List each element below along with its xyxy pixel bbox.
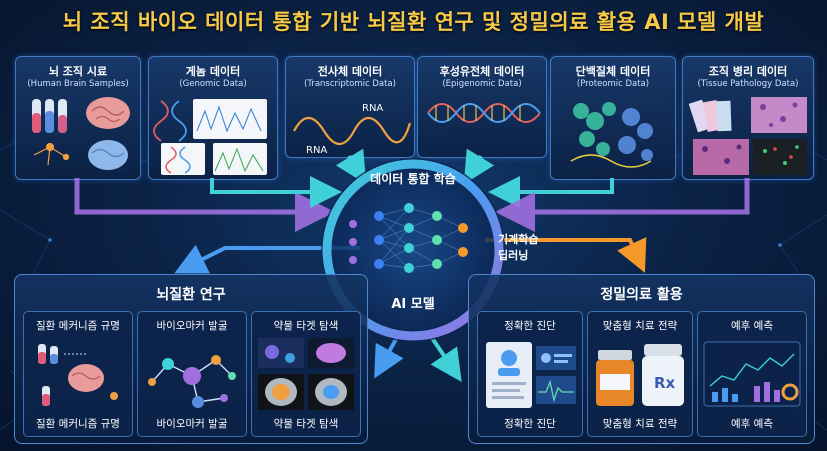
source-card-epigenomic: 후성유전체 데이터 (Epigenomic Data) — [417, 56, 547, 158]
vial-icon — [50, 346, 58, 364]
source-card-transcriptomic: 전사체 데이터 (Transcriptomic Data) RNA RNA — [285, 56, 415, 158]
source-card-pathology: 조직 병리 데이터 (Tissue Pathology Data) — [682, 56, 814, 180]
hub-side-label-dl: 딥러닝 — [498, 249, 529, 262]
molecule-network-icon — [148, 355, 236, 408]
epigenomic-illustration — [427, 103, 541, 123]
slide-icon — [688, 99, 732, 133]
source-card-title: 단백질체 데이터 — [575, 65, 651, 78]
hub-center-label: AI 모델 — [391, 297, 435, 312]
hub-side-label-ml: 기계학습 — [498, 233, 539, 246]
item-top-label: 예후 예측 — [731, 320, 773, 332]
drug-target-illustration — [258, 338, 354, 410]
research-panel: 뇌질환 연구 질환 메커니즘 규명 질환 메커니즘 규명 바이오마커 발굴 바이… — [14, 274, 368, 444]
item-top-label: 질환 메커니즘 규명 — [36, 320, 120, 332]
peaks-chart-icon — [213, 143, 267, 175]
source-card-subtitle: (Proteomic Data) — [576, 79, 650, 89]
research-item-biomarker: 바이오마커 발굴 바이오마커 발굴 — [137, 311, 247, 437]
neuron-icon — [33, 142, 70, 166]
rx-label: Rx — [654, 374, 676, 392]
cell-image-icon — [258, 338, 304, 368]
mechanism-illustration — [38, 344, 118, 406]
treatment-illustration: Rx — [596, 344, 684, 406]
source-card-subtitle: (Human Brain Samples) — [27, 79, 129, 89]
item-bottom-label: 바이오마커 발굴 — [156, 418, 228, 430]
rna-strand-icon — [293, 116, 412, 146]
item-top-label: 약물 타겟 탐색 — [273, 320, 339, 332]
vial-icon — [38, 344, 46, 364]
pathology-illustration — [688, 97, 807, 175]
item-top-label: 맞춤형 치료 전략 — [602, 320, 678, 332]
hub-ring — [322, 159, 504, 341]
prognosis-dashboard-icon — [703, 341, 801, 407]
prescription-bottle-icon: Rx — [642, 344, 684, 406]
profile-card-icon — [536, 346, 576, 370]
genomic-illustration — [153, 99, 267, 175]
source-card-title: 후성유전체 데이터 — [439, 65, 525, 78]
medicine-item-prognosis: 예후 예측 예후 예측 — [697, 311, 807, 437]
medicine-panel: 정밀의료 활용 정확한 진단 정확한 진단 맞춤형 치료 전략 Rx — [468, 274, 815, 444]
tissue-image-icon — [693, 139, 749, 175]
medicine-panel-title: 정밀의료 활용 — [600, 287, 683, 303]
test-tubes-icon — [32, 99, 67, 133]
fluorescence-image-icon — [753, 139, 807, 175]
item-bottom-label: 약물 타겟 탐색 — [273, 418, 339, 430]
protein-structure-icon — [570, 102, 653, 168]
brain-icon — [68, 364, 104, 392]
source-card-title: 전사체 데이터 — [317, 65, 383, 78]
research-item-mechanism: 질환 메커니즘 규명 질환 메커니즘 규명 — [23, 311, 133, 437]
source-card-title: 게놈 데이터 — [185, 65, 241, 78]
neural-network-icon — [349, 203, 468, 273]
item-top-label: 바이오마커 발굴 — [156, 320, 228, 332]
source-card-genomic: 게놈 데이터 (Genomic Data) — [148, 56, 278, 180]
pill-bottle-icon — [596, 350, 634, 406]
rna-illustration: RNA RNA — [293, 103, 412, 155]
source-card-brain-samples: 뇌 조직 시료 (Human Brain Samples) — [15, 56, 141, 180]
dna-helix-icon — [427, 103, 541, 123]
vital-signs-icon — [536, 376, 576, 404]
hub-top-label: 데이터 통합 학습 — [370, 172, 456, 186]
brain-samples-illustration — [32, 97, 130, 170]
rna-label: RNA — [362, 103, 383, 114]
source-card-subtitle: (Epigenomic Data) — [442, 79, 522, 89]
tissue-image-icon — [751, 97, 807, 133]
source-card-title: 조직 병리 데이터 — [708, 65, 788, 78]
brain-icon — [86, 97, 130, 129]
source-card-title: 뇌 조직 시료 — [48, 65, 108, 78]
vial-icon — [42, 386, 50, 406]
item-bottom-label: 정확한 진단 — [504, 418, 556, 430]
research-panel-title: 뇌질환 연구 — [156, 287, 226, 303]
source-card-proteomic: 단백질체 데이터 (Proteomic Data) — [550, 56, 676, 180]
rna-label: RNA — [306, 145, 327, 155]
diagnosis-illustration — [486, 342, 576, 408]
item-bottom-label: 질환 메커니즘 규명 — [36, 418, 120, 430]
source-card-subtitle: (Genomic Data) — [179, 79, 247, 89]
research-item-drug-target: 약물 타겟 탐색 약물 타겟 탐색 — [251, 311, 361, 437]
item-top-label: 정확한 진단 — [504, 320, 556, 332]
page-title: 뇌 조직 바이오 데이터 통합 기반 뇌질환 연구 및 정밀의료 활용 AI 모… — [62, 10, 765, 34]
source-card-subtitle: (Tissue Pathology Data) — [697, 79, 799, 89]
item-bottom-label: 맞춤형 치료 전략 — [602, 418, 678, 430]
dna-helix-icon — [153, 100, 187, 142]
medicine-item-treatment: 맞춤형 치료 전략 Rx 맞춤형 치료 전략 — [587, 311, 693, 437]
medicine-item-diagnosis: 정확한 진단 정확한 진단 — [477, 311, 583, 437]
item-bottom-label: 예후 예측 — [731, 418, 773, 430]
source-card-subtitle: (Transcriptomic Data) — [304, 79, 396, 89]
brain-scan-icon — [88, 140, 128, 170]
